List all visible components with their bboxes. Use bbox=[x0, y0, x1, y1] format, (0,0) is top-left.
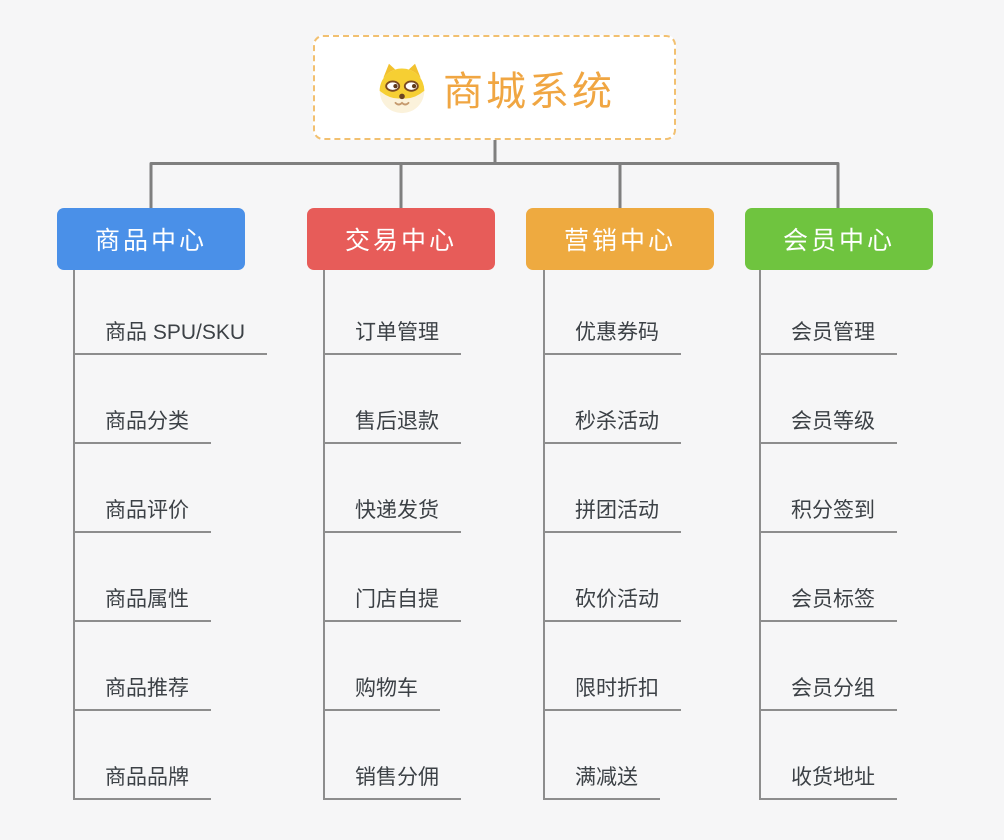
leaf-item[interactable]: 限时折扣 bbox=[545, 675, 681, 711]
leaf-item[interactable]: 商品品牌 bbox=[75, 764, 211, 800]
leaf-item[interactable]: 商品分类 bbox=[75, 408, 211, 444]
root-title: 商城系统 bbox=[443, 69, 615, 114]
branch-children-trade: 订单管理 售后退款 快递发货 门店自提 购物车 销售分佣 bbox=[323, 270, 461, 800]
leaf-item[interactable]: 会员分组 bbox=[761, 675, 897, 711]
leaf-item[interactable]: 拼团活动 bbox=[545, 497, 681, 533]
branch-node-product-center[interactable]: 商品中心 bbox=[57, 208, 245, 270]
branch-label: 交易中心 bbox=[344, 227, 457, 255]
branch-node-trade-center[interactable]: 交易中心 bbox=[307, 208, 495, 270]
leaf-item[interactable]: 会员等级 bbox=[761, 408, 897, 444]
leaf-item[interactable]: 砍价活动 bbox=[545, 586, 681, 622]
leaf-item[interactable]: 满减送 bbox=[545, 764, 660, 800]
leaf-item[interactable]: 优惠券码 bbox=[545, 319, 681, 355]
branch-label: 会员中心 bbox=[782, 227, 895, 255]
leaf-item[interactable]: 商品属性 bbox=[75, 586, 211, 622]
leaf-item[interactable]: 会员标签 bbox=[761, 586, 897, 622]
leaf-item[interactable]: 快递发货 bbox=[325, 497, 461, 533]
branch-children-member: 会员管理 会员等级 积分签到 会员标签 会员分组 收货地址 bbox=[759, 270, 897, 800]
leaf-item[interactable]: 购物车 bbox=[325, 675, 440, 711]
branch-label: 商品中心 bbox=[94, 227, 207, 255]
leaf-item[interactable]: 积分签到 bbox=[761, 497, 897, 533]
leaf-item[interactable]: 秒杀活动 bbox=[545, 408, 681, 444]
shiba-dog-icon bbox=[374, 61, 430, 115]
leaf-item[interactable]: 订单管理 bbox=[325, 319, 461, 355]
branch-children-product: 商品 SPU/SKU 商品分类 商品评价 商品属性 商品推荐 商品品牌 bbox=[73, 270, 268, 800]
root-node[interactable]: 商城系统 bbox=[313, 35, 676, 140]
leaf-item[interactable]: 会员管理 bbox=[761, 319, 897, 355]
branch-node-marketing-center[interactable]: 营销中心 bbox=[526, 208, 714, 270]
leaf-item[interactable]: 商品推荐 bbox=[75, 675, 211, 711]
leaf-item[interactable]: 门店自提 bbox=[325, 586, 461, 622]
branch-children-marketing: 优惠券码 秒杀活动 拼团活动 砍价活动 限时折扣 满减送 bbox=[543, 270, 681, 800]
leaf-item[interactable]: 收货地址 bbox=[761, 764, 897, 800]
leaf-item[interactable]: 商品评价 bbox=[75, 497, 211, 533]
leaf-item[interactable]: 售后退款 bbox=[325, 408, 461, 444]
branch-label: 营销中心 bbox=[563, 227, 676, 255]
leaf-item[interactable]: 商品 SPU/SKU bbox=[75, 319, 268, 355]
branch-node-member-center[interactable]: 会员中心 bbox=[745, 208, 933, 270]
leaf-item[interactable]: 销售分佣 bbox=[325, 764, 461, 800]
